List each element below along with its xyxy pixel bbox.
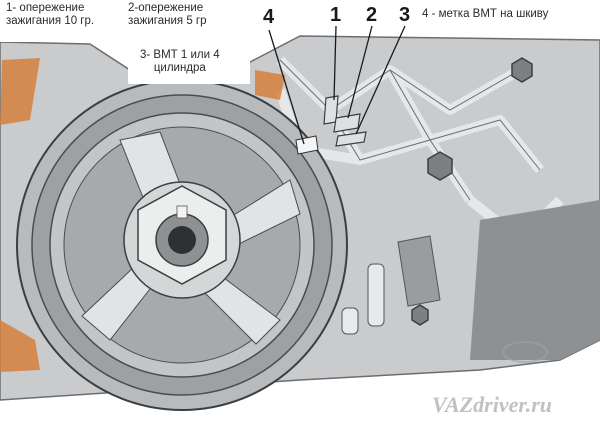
callout-leaders	[268, 25, 406, 145]
label-tdc-cylinder: 3- ВМТ 1 или 4 цилиндра	[140, 49, 220, 74]
label-box-tdc	[128, 40, 250, 84]
hub-keyway	[176, 205, 188, 219]
callout-2: 2	[366, 4, 378, 26]
label-box-top	[0, 0, 250, 42]
gasket-right	[255, 70, 285, 100]
timing-scale	[323, 95, 367, 147]
callout-4: 4	[263, 6, 275, 28]
site-watermark: VAZdriver.ru	[432, 392, 553, 417]
callout-1: 1	[330, 4, 342, 26]
bolt-heads	[411, 57, 533, 326]
sensor-bracket	[397, 235, 441, 307]
label-advance-10: 1- опережение зажигания 10 гр.	[6, 2, 95, 27]
hub-bore	[168, 226, 196, 254]
gasket-left-top	[0, 58, 40, 125]
label-tdc-pulley: 4 - метка ВМТ на шкиву	[422, 8, 549, 20]
cover-shadow	[470, 200, 600, 360]
brand-logo-icon	[502, 341, 548, 363]
label-advance-5: 2-опережение зажигания 5 гр	[128, 2, 207, 27]
pulley-tdc-notch	[295, 135, 319, 155]
callout-3: 3	[399, 4, 411, 26]
gasket-left-bottom	[0, 320, 40, 372]
